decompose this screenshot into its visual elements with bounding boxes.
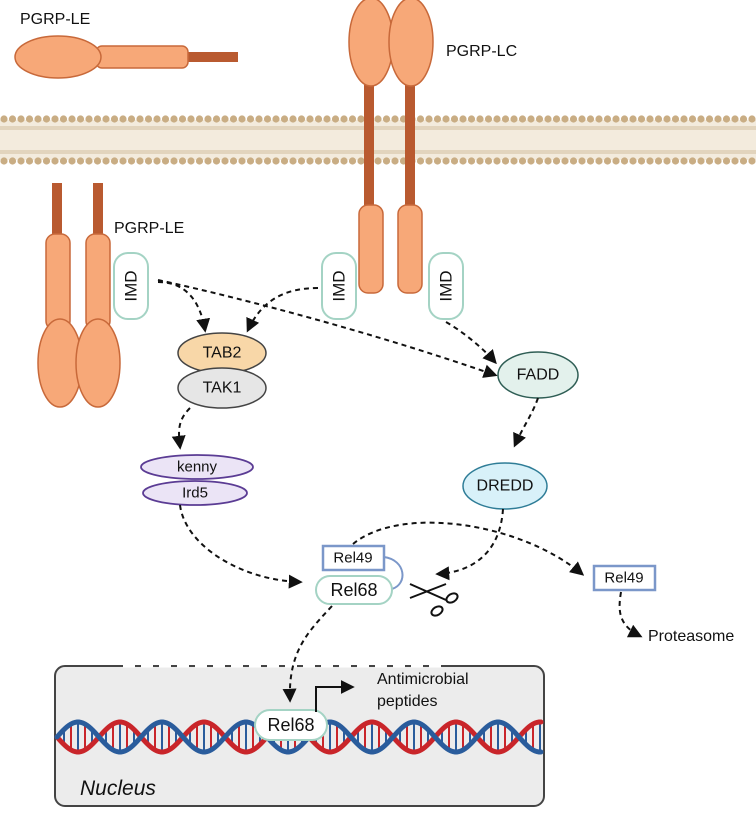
arrow-dredd-to-relish (435, 508, 504, 581)
arrow-imd-right-to-fadd (445, 321, 497, 365)
relish-complex: Rel49 Rel68 (315, 544, 404, 605)
nucleus-label: Nucleus (80, 777, 156, 800)
arrow-tak1-to-kenny (171, 407, 191, 450)
svg-text:Rel68: Rel68 (267, 715, 314, 735)
transcription-arrow (315, 680, 355, 712)
pgrp-lc-receptor (348, 0, 434, 294)
pgrp-le-top-label: PGRP-LE (20, 11, 90, 28)
rel68-nuclear: Rel68 (254, 709, 328, 741)
pgrp-lc-label: PGRP-LC (446, 43, 517, 60)
svg-text:IMD: IMD (330, 270, 349, 301)
tak1-node: TAK1 (177, 367, 267, 409)
arrow-imd-to-fadd (157, 279, 498, 378)
proteasome-label: Proteasome (648, 628, 734, 645)
svg-text:IMD: IMD (122, 270, 141, 301)
arrow-rel68-to-nucleus (282, 605, 333, 703)
svg-text:TAB2: TAB2 (203, 345, 242, 362)
dredd-node: DREDD (462, 462, 548, 510)
svg-text:FADD: FADD (517, 367, 560, 384)
antimicrobial-label-line1: Antimicrobial (377, 671, 469, 688)
svg-text:Rel49: Rel49 (604, 570, 643, 587)
imd-box-left: IMD (113, 252, 149, 320)
svg-text:kenny: kenny (177, 459, 218, 476)
imd-box-right: IMD (428, 252, 464, 320)
cell-membrane (0, 115, 756, 165)
arrow-ird5-to-relish (179, 504, 303, 589)
scissors-icon (409, 583, 459, 617)
rel49-cleaved: Rel49 (592, 564, 657, 592)
arrow-rel49-to-proteasome (618, 591, 643, 638)
svg-text:TAK1: TAK1 (203, 380, 242, 397)
ird5-node: Ird5 (142, 480, 248, 506)
signaling-arrows (157, 279, 643, 703)
imd-box-center: IMD (321, 252, 357, 320)
svg-text:DREDD: DREDD (477, 478, 534, 495)
pgrp-le-bottom-label: PGRP-LE (114, 220, 184, 237)
kenny-node: kenny (140, 454, 254, 480)
svg-text:IMD: IMD (437, 270, 456, 301)
arrow-imd-to-tab2 (157, 281, 211, 333)
tab2-node: TAB2 (177, 332, 267, 374)
arrow-fadd-to-dredd (513, 397, 539, 448)
svg-text:Ird5: Ird5 (182, 485, 208, 502)
arrow-imd-center-to-tab2 (246, 287, 319, 333)
antimicrobial-label-line2: peptides (377, 693, 438, 710)
arrow-relish-to-rel49 (352, 521, 585, 576)
rel68-label: Rel68 (330, 580, 377, 600)
pgrp-le-intracellular (37, 183, 121, 408)
rel49-label: Rel49 (333, 550, 372, 567)
fadd-node: FADD (497, 351, 579, 399)
pgrp-le-extracellular (14, 35, 238, 79)
